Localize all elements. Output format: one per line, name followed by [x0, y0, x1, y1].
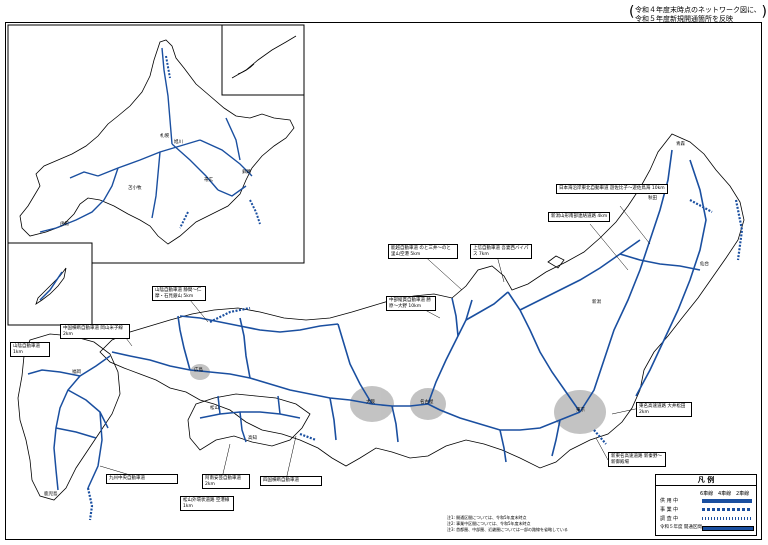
legend-lane-4: 4車線 — [718, 491, 732, 497]
place-label: 仙台 — [700, 262, 709, 267]
place-label: 釧路 — [242, 170, 251, 175]
place-label: 秋田 — [648, 196, 657, 201]
callout-chubu-jukan: 中部縦貫自動車道 勝原〜大野 10km — [386, 296, 436, 311]
header-note: ( 令和４年度末時点のネットワーク図に、 令和５年度新規開通箇所を反映 ) — [629, 4, 767, 23]
legend-swatch-open — [702, 499, 752, 503]
legend-row-open: 供 用 中 — [660, 498, 679, 504]
place-label: 高知 — [248, 436, 257, 441]
place-label: 青森 — [676, 142, 685, 147]
place-label: 函館 — [60, 222, 69, 227]
callout-kyushu-chuo: 九州中央自動車道 — [106, 474, 178, 484]
header-note-line-2: 令和５年度新規開通箇所を反映 — [635, 15, 733, 23]
footnote-3: 注3: 首都圏、中部圏、近畿圏については一部の路線を省略している — [447, 527, 568, 532]
place-label: 旭川 — [174, 140, 183, 145]
footnote-1: 注1: 開通区間については、令和5年度末時点 — [447, 515, 527, 520]
callout-anan-aki: 阿南安芸自動車道 2km — [202, 474, 250, 489]
place-label: 松山 — [210, 406, 219, 411]
place-label: 福岡 — [72, 370, 81, 375]
place-label: 帯広 — [204, 178, 213, 183]
header-note-line-1: 令和４年度末時点のネットワーク図に、 — [635, 6, 761, 14]
kyushu-outline — [17, 333, 121, 501]
callout-nihonkai-tohoku: 日本海沿岸東北自動車道 遊佐比子〜遊佐鳥海 10km — [556, 184, 668, 194]
place-label: 鹿児島 — [44, 492, 58, 497]
kyushu-routes — [27, 355, 111, 491]
callout-shintomei: 新東名高速道路 新秦野〜新御殿場 — [608, 452, 666, 467]
place-label: 東京 — [576, 408, 585, 413]
callout-chugoku-odan: 中国横断自動車道 岡山米子線 2km — [60, 324, 130, 339]
callout-tomei: 東名高速道路 大井松田 2km — [636, 402, 692, 417]
callout-sanin-1km: 山陰自動車道 1km — [10, 342, 50, 357]
honshu-outline — [99, 133, 745, 469]
footnote-2: 注2: 事業中区間については、令和5年度末時点 — [447, 521, 531, 526]
okinawa-route — [39, 271, 63, 301]
honshu-routes — [111, 149, 707, 463]
place-label: 名古屋 — [420, 400, 434, 405]
legend-swatch-survey — [702, 517, 752, 520]
legend-row-survey: 調 査 中 — [660, 516, 679, 522]
place-label: 大阪 — [366, 400, 375, 405]
legend-lane-2: 2車線 — [736, 491, 750, 497]
place-label: 新潟 — [592, 300, 601, 305]
legend-row-construction: 事 業 中 — [660, 507, 679, 513]
hokkaido-routes-under-construction — [165, 55, 261, 229]
kurils-inset — [221, 24, 305, 96]
callout-shikoku-odan: 四国横断自動車道 — [260, 476, 322, 486]
hokkaido-routes — [39, 47, 253, 233]
okinawa-inset — [7, 242, 93, 326]
legend-lane-6: 6車線 — [700, 491, 714, 497]
callout-matsuyama: 松山外環状道路 空港線 1km — [180, 496, 234, 511]
callout-joshin: 上信自動車道 吾妻西バイパス 7km — [470, 244, 532, 259]
place-label: 札幌 — [160, 134, 169, 139]
legend-swatch-construction — [702, 508, 752, 511]
callout-noetsu: 能越自動車道 のと三井〜のと里山空港 5km — [388, 244, 458, 259]
legend-swatch-new-open — [702, 526, 754, 531]
shikoku-routes — [199, 395, 301, 443]
footnotes: 注1: 開通区間については、令和5年度末時点 注2: 事業中区間については、令和… — [447, 515, 647, 533]
shikoku-outline — [187, 393, 311, 451]
map-legend: 凡 例 6車線 4車線 2車線 供 用 中 事 業 中 調 査 中 令和５年度 … — [655, 474, 757, 536]
place-label: 広島 — [194, 368, 203, 373]
place-label: 苫小牧 — [128, 186, 142, 191]
map-frame — [5, 22, 762, 540]
legend-title: 凡 例 — [656, 475, 756, 486]
hokkaido-outline — [19, 39, 295, 245]
metro-areas — [190, 364, 606, 434]
routes-under-construction — [86, 199, 744, 521]
legend-row-new-open: 令和５年度 開通区間 — [660, 525, 702, 530]
callout-sanin: 山陰自動車道 静間〜仁摩・石見銀山 5km — [152, 286, 206, 301]
callout-niigata-yamagata: 新潟山形南部連絡道路 4km — [548, 212, 611, 222]
